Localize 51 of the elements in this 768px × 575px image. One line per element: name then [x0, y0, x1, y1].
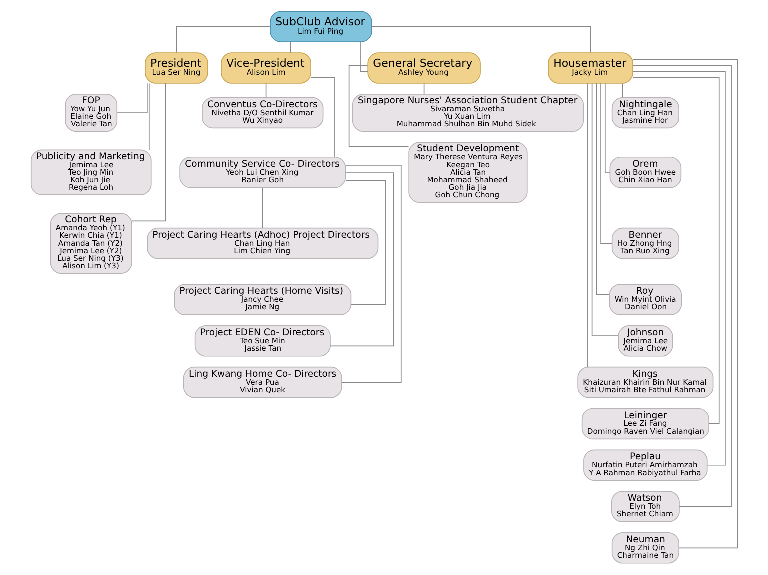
- connector: [622, 83, 623, 98]
- node-box: Kings Khaizuran Khairin Bin Nur Kamal Siti Umairah Bte Fathul Rahman: [577, 366, 714, 398]
- connector: [596, 83, 610, 296]
- connector: [341, 164, 402, 383]
- node-box: Project EDEN Co- Directors Teo Sue Min Jassie Tan: [194, 326, 330, 357]
- connector: [360, 42, 368, 72]
- node-box: President Lua Ser Ning: [144, 52, 208, 84]
- node-box: Roy Win Myint Olivia Daniel Oon: [608, 284, 682, 316]
- connector: [632, 59, 738, 549]
- connector: [370, 26, 591, 54]
- node-box: Conventus Co-Directors Nivetha D/O Senthil Kumar Wu Xinyao: [202, 97, 324, 129]
- connector: [345, 180, 386, 306]
- connector: [632, 65, 732, 508]
- node-box: FOP Yow Yu Jun Elaine Goh Valerie Tan: [64, 94, 118, 132]
- connector: [148, 83, 150, 151]
- node-box: Housemaster Jacky Lim: [548, 52, 633, 84]
- node-box: Peplau Nurfatin Puteri Amirhamzah Y A Rahman Rabiyathul Farha: [583, 450, 708, 481]
- connector: [176, 26, 270, 54]
- node-box: Orem Goh Boon Hwee Chin Xiao Han: [609, 156, 682, 188]
- connector: [131, 83, 166, 222]
- node-box: Leininger Lee Zi Fang Domingo Raven Viel Calangian: [581, 408, 709, 440]
- connector: [423, 83, 424, 95]
- connector: [262, 188, 263, 229]
- connector: [600, 83, 612, 244]
- node-box: Publicity and Marketing Jemima Lee Teo Jing Min Koh Jun Jie Regena Loh: [30, 150, 152, 196]
- node-box: Community Service Co- Directors Yeoh Lui Chen Xing Ranier Goh: [179, 156, 346, 188]
- node-box: Benner Ho Zhong Hng Tan Ruo Xing: [611, 228, 679, 260]
- node-box: Singapore Nurses' Association Student Chapter Sivaraman Suvetha Yu Xuan Lim Muhammad Shulhan Bin Muhd Sidek: [352, 94, 584, 132]
- node-box: Vice-President Alison Lim: [220, 52, 311, 84]
- node-box: Nightingale Chan Ling Han Jasmine Hor: [611, 97, 679, 129]
- connector: [330, 172, 394, 347]
- node-box: Project Caring Hearts (Adhoc) Project Directors Chan Ling Han Lim Chien Ying: [146, 228, 378, 260]
- node-box: Ling Kwang Home Co- Directors Vera Pua Vivian Quek: [182, 366, 342, 398]
- node-box: Johnson Jemima Lee Alicia Chow: [618, 326, 673, 357]
- node-box: Neuman Ng Zhi Qin Charmaine Tan: [611, 532, 679, 564]
- connector: [290, 42, 291, 54]
- connector: [348, 65, 409, 148]
- node-box: Cohort Rep Amanda Yeoh (Y1) Kerwin Chia (Y1) Amanda Tan (Y2) Jemima Lee (Y2) Lua Ser Ning (Y3) Alison Lim (Y3): [50, 213, 132, 274]
- node-box: General Secretary Ashley Young: [367, 52, 480, 84]
- node-box: Project Caring Hearts (Home Visits) Jancy Chee Jamie Ng: [174, 284, 352, 316]
- connector: [632, 71, 726, 466]
- connector: [310, 77, 334, 158]
- node-box: SubClub Advisor Lim Fui Ping: [270, 11, 372, 42]
- connector: [604, 83, 610, 174]
- connector: [265, 83, 266, 98]
- connector: [116, 83, 148, 114]
- node-box: Watson Elyn Toh Shernet Chiam: [610, 491, 680, 522]
- connector: [591, 83, 618, 336]
- connector: [587, 83, 588, 368]
- node-box: Student Development Mary Therese Ventura Reyes Keegan Teo Alicia Tan Mohammad Shaheed Goh Jia Jia Goh Chun Chong: [408, 142, 528, 203]
- connector: [632, 77, 720, 424]
